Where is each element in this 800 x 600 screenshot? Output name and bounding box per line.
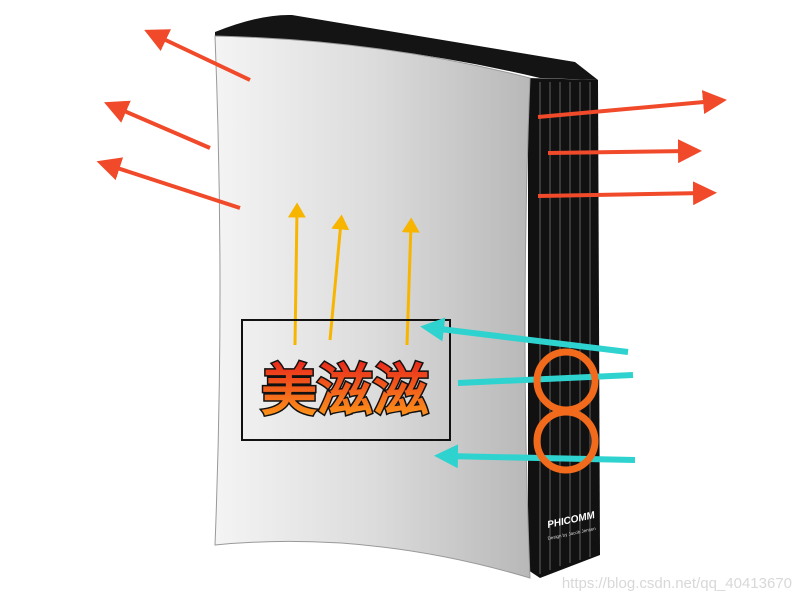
intake-circle	[533, 408, 599, 474]
hot-air-arrow	[96, 157, 241, 210]
vent-ribs	[539, 82, 591, 574]
cool-air-arrow	[457, 372, 634, 386]
rising-air-arrow	[401, 217, 420, 346]
rising-air-arrow	[287, 202, 306, 346]
hot-air-arrow	[547, 139, 702, 164]
cool-air-arrow	[420, 317, 629, 355]
watermark: https://blog.csdn.net/qq_40413670	[561, 575, 792, 592]
hot-air-arrows	[96, 29, 727, 210]
router-front-panel	[214, 35, 531, 579]
router-side-vents	[528, 78, 600, 578]
highlight-box	[241, 319, 451, 441]
hot-air-arrow	[144, 29, 251, 82]
overlay-caption: 美滋滋	[261, 359, 429, 424]
hot-air-arrow	[537, 90, 727, 119]
hot-air-arrow	[103, 100, 211, 150]
hot-air-arrow	[537, 181, 717, 206]
intake-circles	[533, 348, 599, 474]
router-top	[215, 14, 598, 80]
router-body	[214, 14, 600, 579]
